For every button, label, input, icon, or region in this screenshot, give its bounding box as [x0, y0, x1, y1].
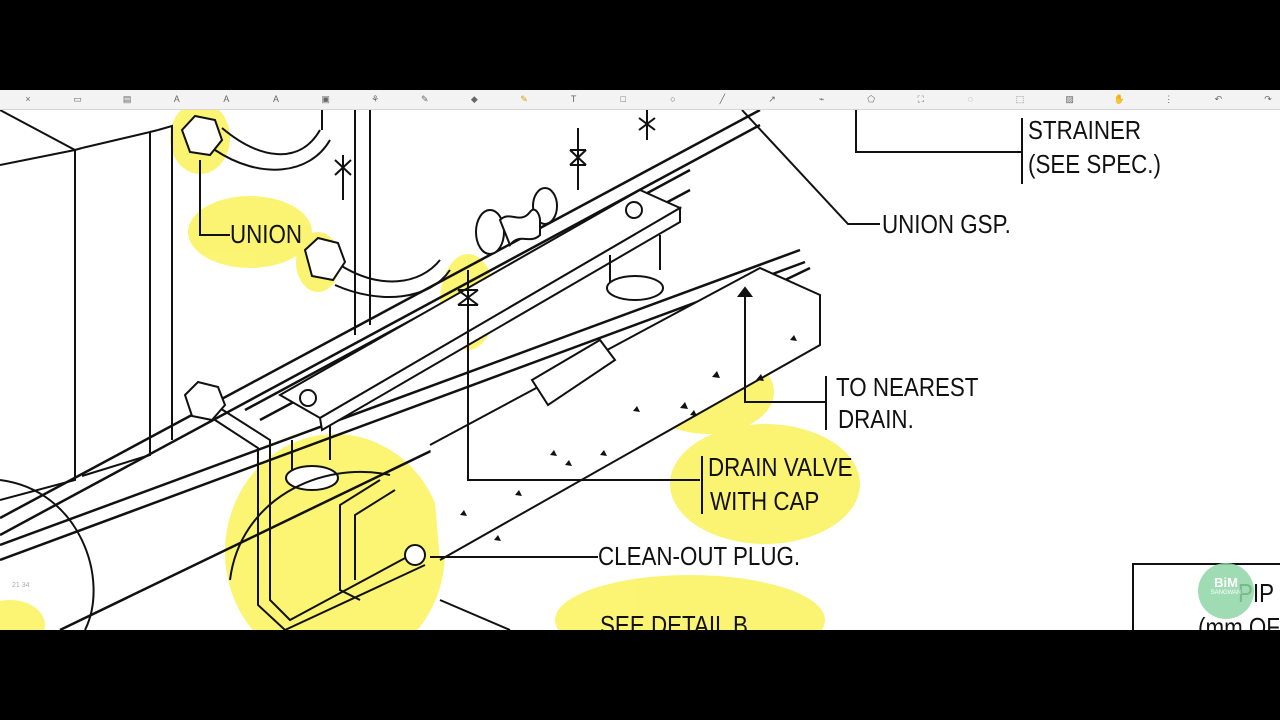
label-drain: DRAIN.	[838, 404, 914, 434]
note-icon[interactable]: ▤	[122, 94, 132, 104]
eraser-icon[interactable]: ◆	[470, 94, 478, 104]
concrete-block	[429, 266, 821, 561]
label-see-spec: (SEE SPEC.)	[1028, 149, 1161, 179]
channel-watermark: BiM SANGWAN	[1198, 563, 1254, 619]
bracket	[277, 188, 683, 432]
arrow-icon[interactable]: ↗	[768, 94, 776, 104]
line-icon[interactable]: ╱	[719, 94, 726, 104]
stamp-icon[interactable]: ⚘	[371, 94, 380, 104]
underline-a-icon[interactable]: A	[272, 94, 279, 104]
drawing-canvas[interactable]: STRAINER (SEE SPEC.) UNION GSP. UNION TO…	[0, 110, 1280, 630]
redo-icon[interactable]: ↷	[1264, 94, 1272, 104]
text-a2-icon[interactable]: A	[223, 94, 230, 104]
hand-icon[interactable]: ✋	[1113, 94, 1125, 104]
highlighter-icon[interactable]: ✎	[520, 94, 528, 104]
elbow-pipes	[214, 127, 451, 630]
comment-icon[interactable]: ▭	[73, 94, 82, 104]
crop-icon[interactable]: ⛶	[917, 94, 924, 104]
rectangle-icon[interactable]: □	[620, 94, 626, 104]
label-strainer: STRAINER	[1028, 115, 1142, 145]
lasso-icon[interactable]: ◌	[967, 94, 974, 104]
label-with-cap: WITH CAP	[710, 486, 820, 516]
more-icon[interactable]: ⋮	[1164, 94, 1174, 104]
label-union: UNION	[230, 219, 303, 249]
image-icon[interactable]: ▣	[321, 94, 330, 104]
annotation-toolbar: × ▭ ▤ A A A ▣ ⚘ ✎ ◆ ✎ T □ ○ ╱ ↗ ⌁ ⬠ ⛶ ◌ ⬚ ▨ ✋ ⋮ ↶ ↷	[0, 90, 1280, 110]
aggregate-dots	[460, 335, 797, 541]
polygon-icon[interactable]: ⬠	[867, 94, 876, 104]
label-see-detail-b: SEE DETAIL B	[600, 610, 748, 630]
watermark-logo-text: BiM	[1214, 575, 1238, 590]
highlight-drain-valve	[670, 424, 860, 544]
label-clean-out-plug: CLEAN-OUT PLUG.	[598, 541, 801, 571]
pen-icon[interactable]: ✎	[421, 94, 429, 104]
union-fittings	[180, 114, 643, 566]
measure-icon[interactable]: ⌁	[818, 94, 825, 104]
watermark-sub-text: SANGWAN	[1210, 590, 1242, 596]
highlight-union-label	[188, 196, 312, 268]
highlight-left-corner	[0, 600, 45, 630]
support-legs	[285, 235, 664, 491]
leader-lines	[199, 110, 1023, 630]
undo-icon[interactable]: ↶	[1214, 94, 1223, 104]
close-icon[interactable]: ×	[25, 94, 31, 104]
ellipse-icon[interactable]: ○	[670, 94, 676, 104]
select-icon[interactable]: ⬚	[1015, 94, 1025, 104]
page-indicator: 21 34	[12, 582, 30, 589]
snapshot-icon[interactable]: ▨	[1065, 94, 1074, 104]
label-drain-valve: DRAIN VALVE	[708, 452, 853, 482]
wall-panels	[0, 110, 371, 501]
label-union-gsp: UNION GSP.	[882, 209, 1011, 239]
text-a-icon[interactable]: A	[173, 94, 180, 104]
label-to-nearest: TO NEAREST	[836, 372, 979, 402]
top-valves	[321, 110, 700, 481]
tanks	[0, 470, 391, 630]
text-tool-icon[interactable]: T	[570, 94, 577, 104]
highlight-detail-b	[555, 575, 825, 630]
